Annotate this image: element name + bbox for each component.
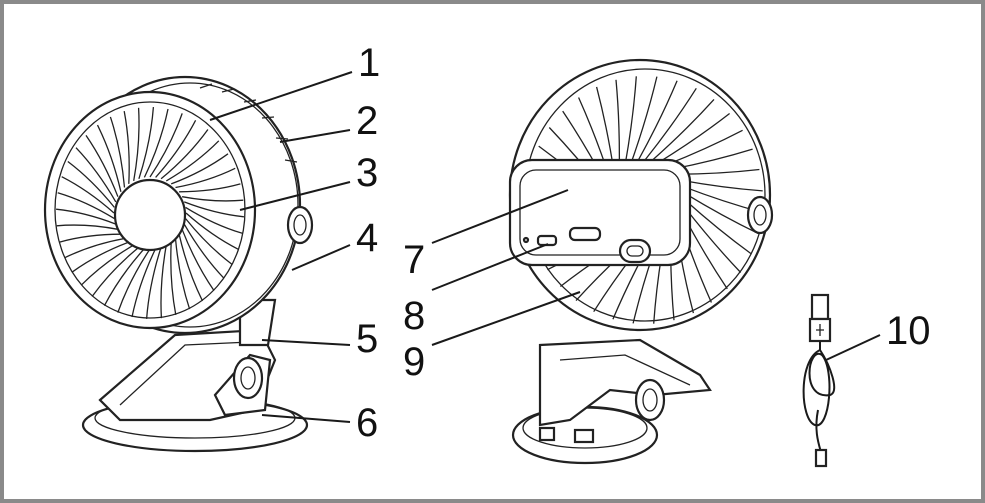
leader-line-8: [431, 243, 549, 291]
rear-fan-base: [511, 405, 659, 465]
leader-line-2: [279, 129, 351, 143]
fan-spoke: [637, 80, 678, 161]
fan-spoke: [133, 107, 140, 182]
callout-7: 7: [403, 238, 425, 282]
leader-line-3: [239, 181, 351, 211]
fan-spoke: [179, 183, 241, 193]
rear-fan: [508, 58, 774, 465]
leader-line-10: [825, 334, 881, 361]
fan-spoke: [75, 147, 117, 203]
callout-8: 8: [403, 294, 425, 338]
callout-5: 5: [356, 317, 378, 361]
fan-spoke: [138, 107, 155, 179]
leader-lines: [209, 71, 881, 423]
callout-1: 1: [358, 41, 380, 85]
fan-spoke: [64, 237, 125, 259]
fan-spoke: [56, 224, 119, 230]
leader-line-4: [291, 244, 351, 271]
fan-spoke: [684, 199, 752, 255]
callout-4: 4: [356, 216, 378, 260]
front-fan: [43, 75, 314, 453]
fan-spoke: [131, 248, 157, 318]
fan-spoke: [61, 176, 115, 214]
fan-spoke: [170, 153, 229, 185]
leader-line-5: [261, 339, 351, 346]
callout-2: 2: [356, 99, 378, 143]
leader-line-9: [431, 291, 581, 346]
fan-spoke: [71, 241, 130, 273]
fan-spoke: [59, 233, 121, 243]
fan-spoke: [123, 110, 130, 184]
front-fan-clip: [98, 328, 277, 422]
callout-numbers: 1 2 3 4 5 6 7 8 9 10: [356, 41, 931, 445]
fan-spoke: [644, 87, 697, 161]
fan-parts-diagram: 1 2 3 4 5 6 7 8 9 10: [43, 41, 931, 468]
rear-fan-knob: [746, 195, 774, 235]
fan-spoke: [185, 218, 233, 266]
fan-spoke: [57, 192, 115, 220]
fan-spoke: [149, 113, 183, 178]
front-fan-grill: [43, 90, 257, 330]
fan-spoke: [658, 112, 730, 163]
fan-spoke: [160, 244, 167, 319]
leader-line-1: [209, 71, 353, 121]
usb-cable: [802, 293, 836, 468]
fan-spoke: [155, 119, 197, 178]
callout-6: 6: [356, 401, 378, 445]
fan-spoke: [183, 201, 244, 218]
callout-10: 10: [886, 309, 931, 353]
rear-fan-clip: [538, 338, 712, 427]
fan-spoke: [684, 192, 759, 235]
fan-spoke: [181, 196, 244, 202]
fan-spoke: [96, 124, 122, 192]
fan-spoke: [181, 229, 215, 291]
fan-spoke: [145, 247, 162, 319]
fan-spoke: [117, 248, 151, 313]
fan-spoke: [624, 76, 637, 166]
fan-spoke: [67, 160, 115, 208]
callout-3: 3: [356, 151, 378, 195]
fan-spoke: [651, 98, 715, 162]
fan-spoke: [170, 242, 177, 316]
front-fan-ridges: [199, 83, 298, 163]
leader-line-6: [261, 414, 351, 423]
fan-spoke: [178, 234, 204, 302]
fan-spoke: [185, 206, 243, 234]
fan-spoke: [91, 246, 140, 297]
fan-spoke: [56, 208, 117, 225]
fan-spoke: [109, 116, 126, 188]
fan-spoke: [160, 129, 209, 180]
callout-9: 9: [403, 340, 425, 384]
fan-spoke: [143, 108, 169, 178]
fan-spoke: [165, 140, 220, 182]
fan-spoke: [175, 167, 236, 189]
fan-spoke: [183, 223, 225, 279]
leader-line-7: [431, 189, 569, 244]
fan-spoke: [80, 244, 135, 286]
fan-spoke: [185, 212, 239, 250]
front-fan-knob: [286, 205, 314, 245]
fan-spoke: [103, 248, 145, 307]
fan-spoke: [630, 76, 658, 163]
fan-spoke: [85, 135, 119, 197]
fan-spoke: [174, 238, 191, 310]
